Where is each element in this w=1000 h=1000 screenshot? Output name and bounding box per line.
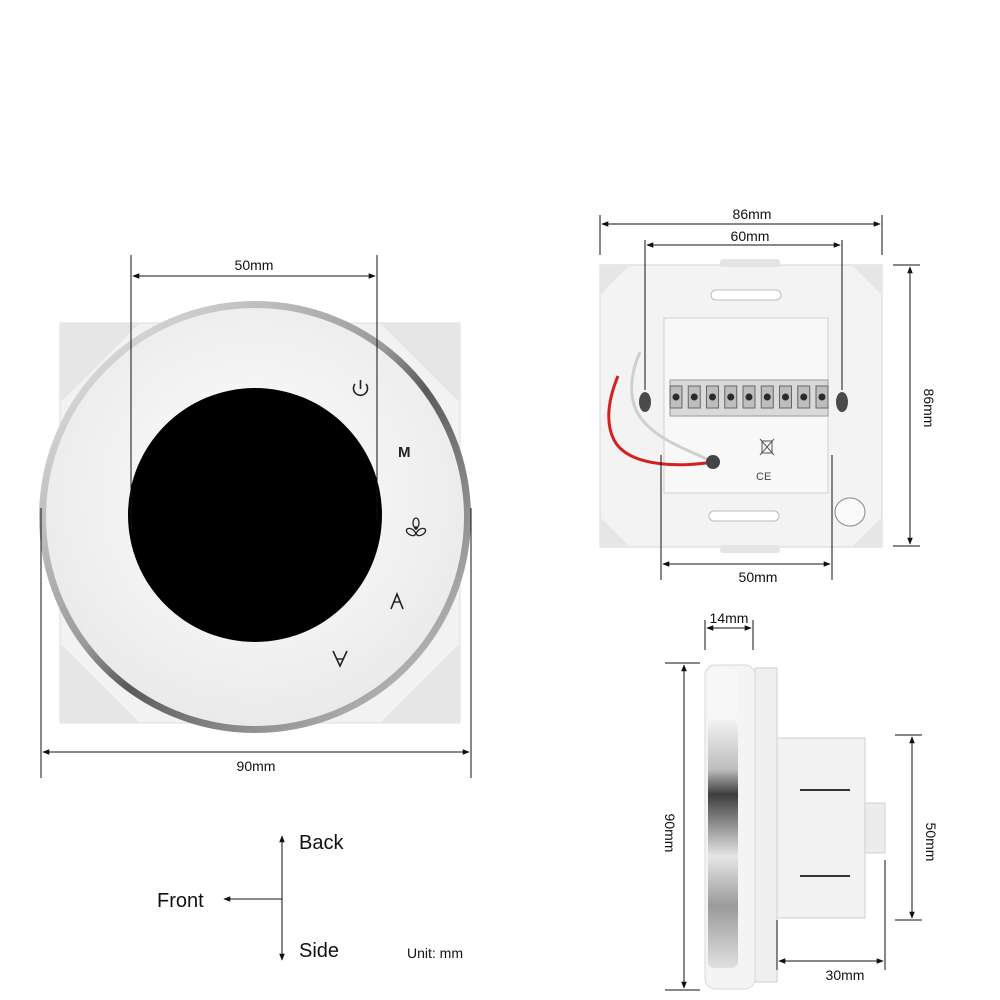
dim-back-box-width: 50mm bbox=[660, 455, 833, 585]
terminal-block bbox=[669, 379, 829, 417]
terminal-screw-head bbox=[727, 393, 735, 401]
qc-passed-stamp bbox=[834, 497, 866, 527]
dim-front-display-width: 50mm bbox=[130, 255, 378, 530]
display-screen bbox=[128, 388, 382, 642]
terminal-screw-head bbox=[800, 393, 808, 401]
terminal-screw-head bbox=[690, 393, 698, 401]
fan-icon[interactable] bbox=[405, 517, 427, 537]
terminal-screw-head bbox=[782, 393, 789, 401]
dim-label: 86mm bbox=[733, 206, 772, 222]
dim-label: 50mm bbox=[739, 569, 778, 585]
legend-front-label: Front bbox=[157, 890, 204, 912]
legend-side-label: Side bbox=[299, 940, 339, 962]
dim-label: 90mm bbox=[237, 758, 276, 774]
dim-label: 60mm bbox=[731, 228, 770, 244]
dim-label: 30mm bbox=[826, 967, 865, 983]
side-chrome-band bbox=[708, 720, 738, 968]
screw-hole-right bbox=[836, 392, 848, 412]
dim-back-screw-spacing: 60mm bbox=[644, 228, 843, 390]
dim-back-plate-height: 86mm bbox=[893, 264, 937, 547]
back-view: CE 86mm 60mm bbox=[599, 206, 937, 585]
red-wire bbox=[607, 375, 713, 467]
side-electrical-box bbox=[776, 737, 866, 919]
white-wire bbox=[630, 351, 713, 464]
terminal-screw-head bbox=[763, 393, 771, 401]
front-view: M 50mm 90mm bbox=[39, 255, 472, 778]
dim-label: 50mm bbox=[235, 257, 274, 273]
unit-label: Unit: mm bbox=[407, 945, 463, 961]
svg-text:CE: CE bbox=[756, 471, 771, 483]
mode-button[interactable]: M bbox=[398, 444, 411, 461]
terminal-screw-head bbox=[818, 393, 826, 401]
legend-back-label: Back bbox=[299, 832, 344, 854]
down-arrow-icon[interactable] bbox=[332, 650, 348, 668]
power-icon[interactable] bbox=[352, 380, 369, 397]
dim-side-height: 90mm bbox=[662, 662, 700, 991]
terminal-screw-head bbox=[745, 393, 753, 401]
dim-label: 86mm bbox=[921, 389, 937, 428]
side-view: 14mm 90mm 50mm 30mm bbox=[662, 610, 939, 991]
dim-label: 90mm bbox=[662, 814, 678, 853]
up-arrow-icon[interactable] bbox=[390, 591, 404, 610]
side-back-plate bbox=[754, 667, 778, 983]
dim-back-plate-width: 86mm bbox=[599, 206, 883, 255]
dim-side-box-depth: 30mm bbox=[776, 860, 886, 983]
dim-side-face-depth: 14mm bbox=[704, 610, 754, 650]
terminal-screw-head bbox=[672, 393, 680, 401]
weee-bin-icon bbox=[759, 438, 775, 456]
screw-hole-left bbox=[639, 392, 651, 412]
terminal-screw-head bbox=[709, 393, 716, 401]
ce-mark: CE bbox=[756, 471, 771, 483]
orientation-legend: Back Front Side Unit: mm bbox=[157, 832, 463, 962]
dim-label: 14mm bbox=[710, 610, 749, 626]
dim-label: 50mm bbox=[923, 823, 939, 862]
dim-front-overall-width: 90mm bbox=[40, 508, 472, 778]
dim-side-box-height: 50mm bbox=[895, 734, 939, 921]
